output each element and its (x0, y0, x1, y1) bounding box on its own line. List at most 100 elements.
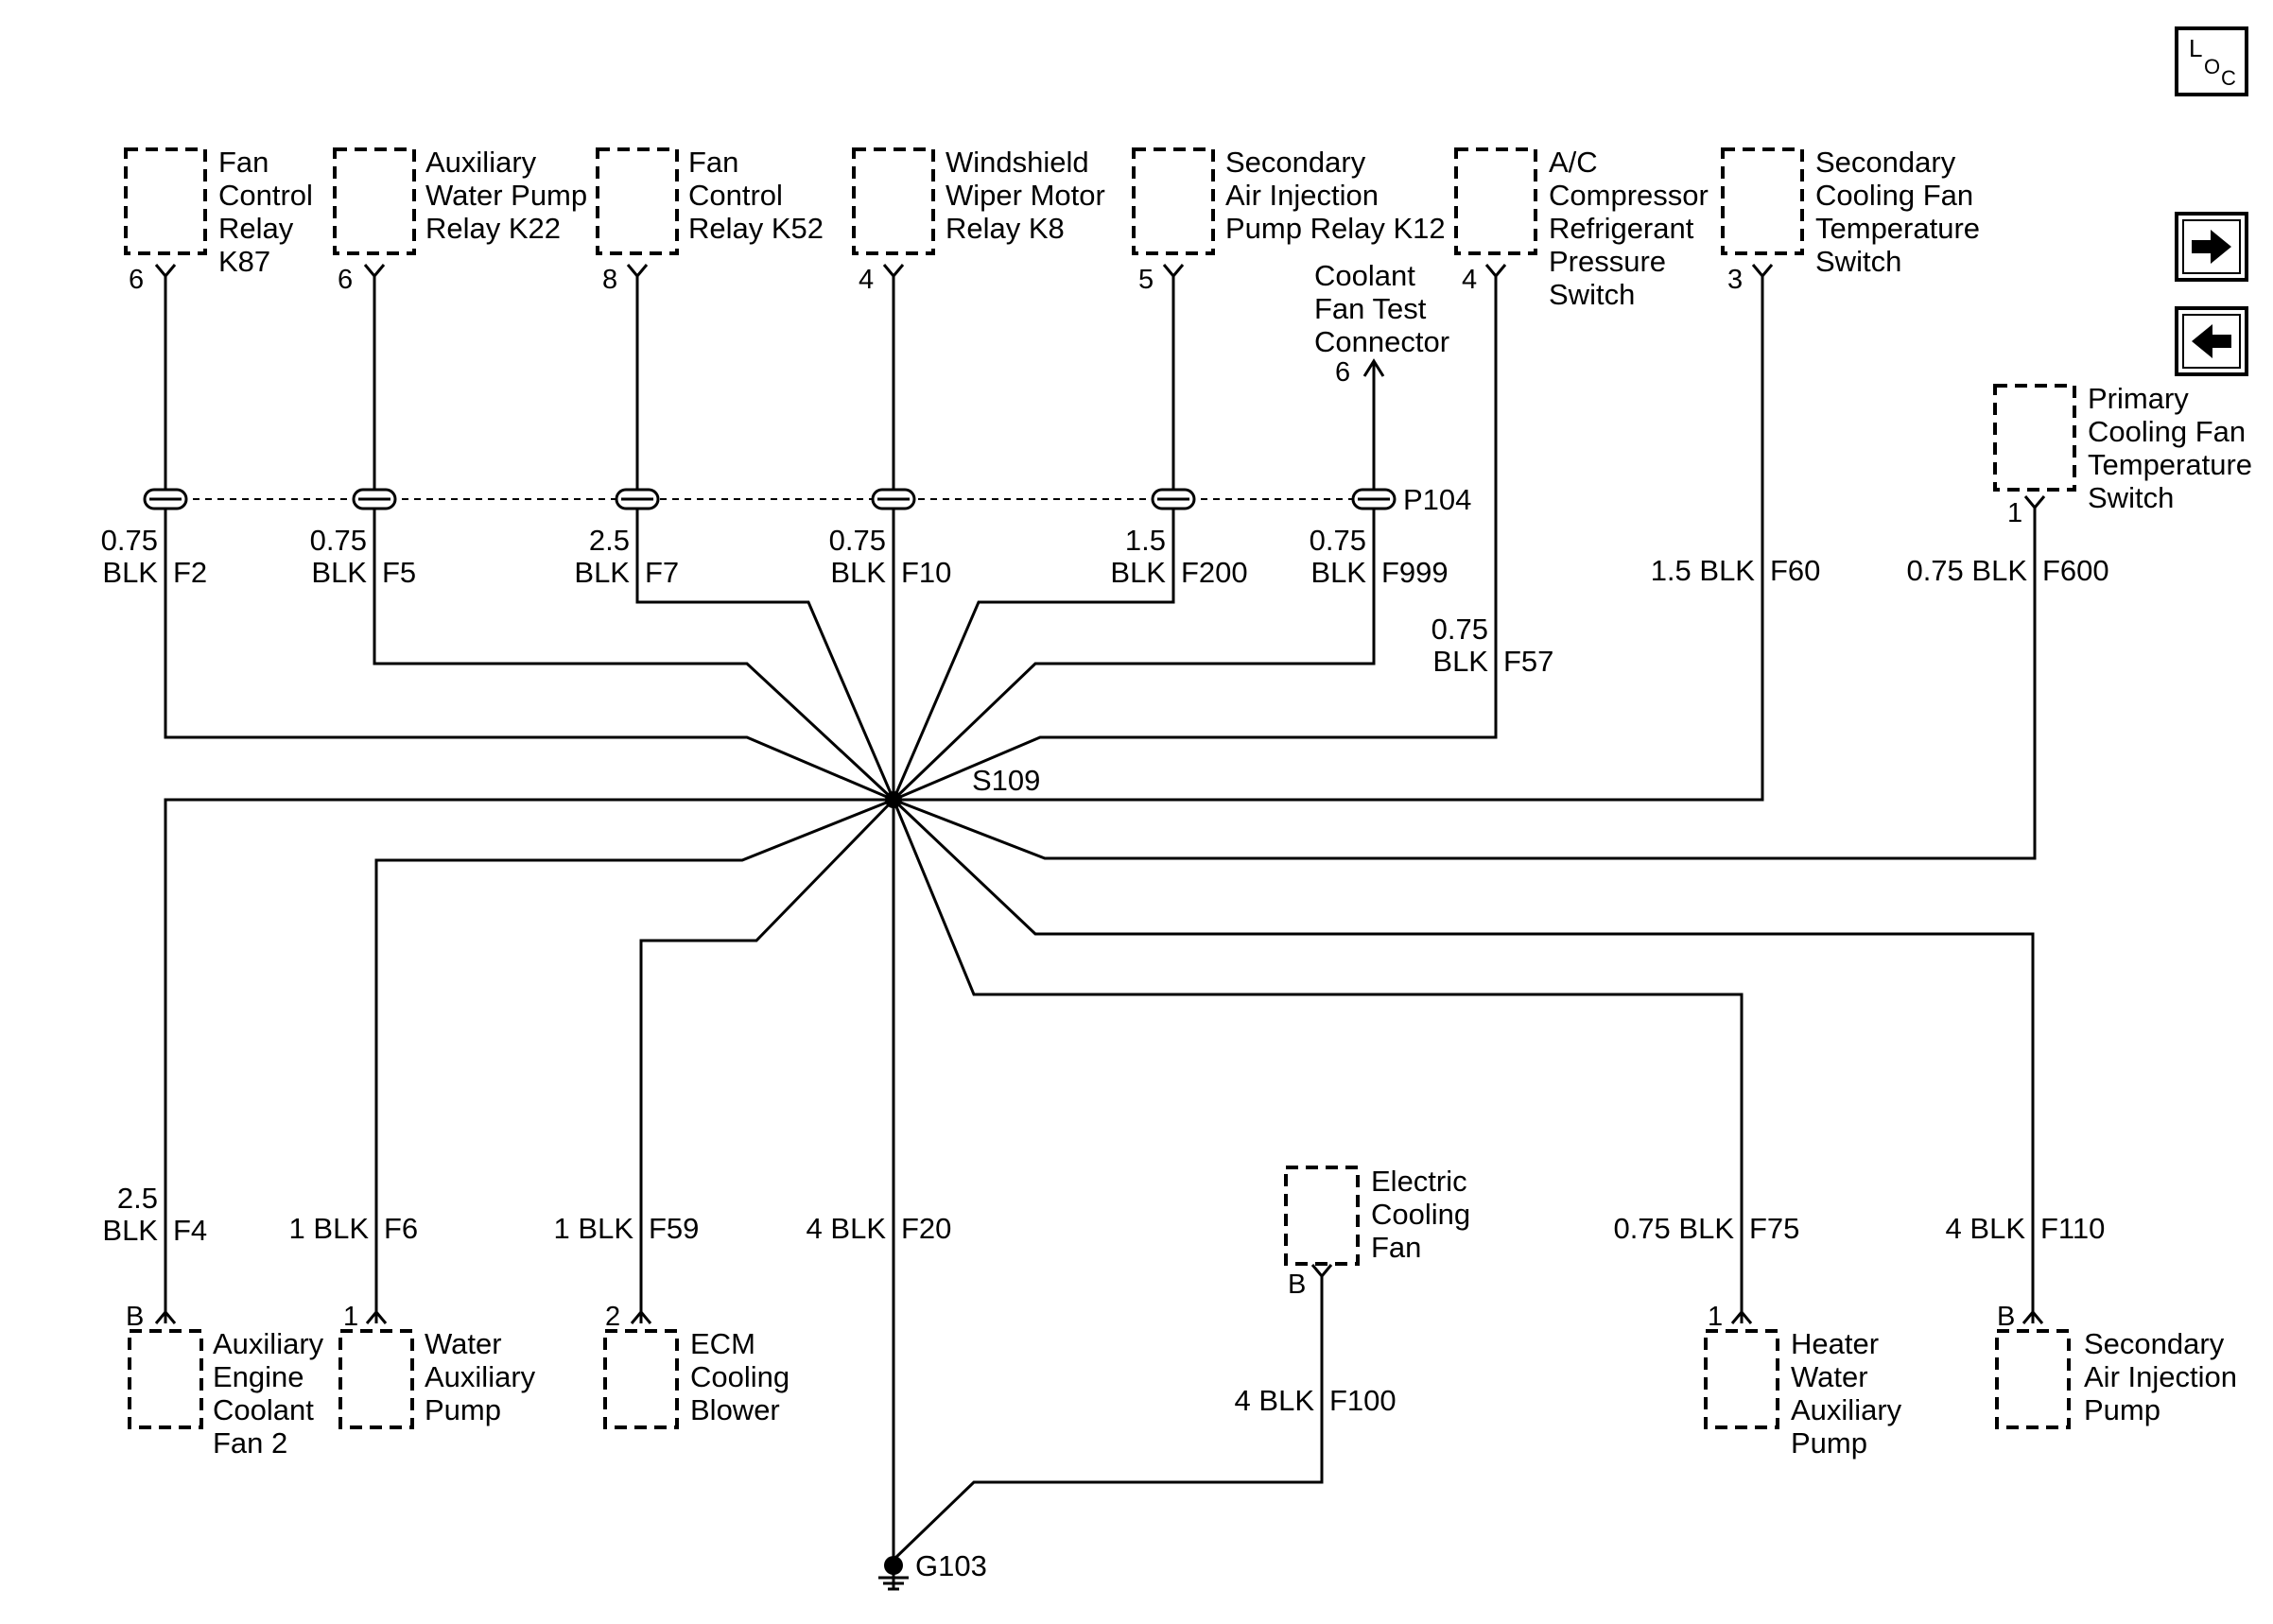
p104-cavity-f200 (1151, 488, 1196, 510)
p104-cavity-f7 (615, 488, 660, 510)
wire-label-f5-size: 0.75 (310, 524, 367, 557)
wire-label-f7-circuit: F7 (645, 556, 679, 589)
wire-f7 (635, 276, 895, 801)
wire-label-f4-size: 2.5 (117, 1182, 158, 1215)
wire-label-f10-color: BLK (830, 556, 886, 589)
label-fcr-k87: Fan Control Relay K87 (218, 146, 321, 278)
wire-f200 (892, 276, 1175, 801)
wire-f75 (892, 799, 1744, 1323)
wire-label-f100-spec: 4 BLK (1235, 1384, 1315, 1417)
pin-tick-ecf (1310, 1264, 1333, 1279)
pin-wap: 1 (343, 1302, 358, 1332)
pin-tick-aecf2 (154, 1309, 177, 1324)
wire-label-f200-circuit: F200 (1181, 556, 1248, 589)
wire-f59 (639, 798, 895, 1323)
wire-label-f75-spec: 0.75 BLK (1613, 1212, 1734, 1245)
pin-aecf2: B (126, 1302, 144, 1332)
next-button-inner (2182, 219, 2241, 274)
box-wap (338, 1329, 414, 1429)
wire-label-f5-color: BLK (311, 556, 367, 589)
label-saip: Secondary Air Injection Pump (2084, 1327, 2246, 1426)
pin-tick-ecm (630, 1309, 652, 1324)
ground-g103-label: G103 (915, 1549, 987, 1582)
pin-test-connector: 6 (1335, 357, 1350, 388)
wire-f999 (892, 361, 1376, 802)
label-pcf-switch: Primary Cooling Fan Temperature Switch (2088, 382, 2261, 514)
label-wap: Water Auxiliary Pump (425, 1327, 544, 1426)
pin-tick-pcf (2023, 495, 2046, 510)
wire-label-f6-spec: 1 BLK (289, 1212, 370, 1245)
pin-ac-switch: 4 (1462, 265, 1477, 295)
wire-label-f7-color: BLK (574, 556, 630, 589)
label-fcr-k52: Fan Control Relay K52 (688, 146, 824, 245)
location-icon-o: O (2204, 55, 2220, 78)
wire-label-f10-circuit: F10 (901, 556, 951, 589)
wire-label-f2-size: 0.75 (101, 524, 158, 557)
wire-label-f110-spec: 4 BLK (1946, 1212, 2026, 1245)
label-ecm-blower: ECM Cooling Blower (690, 1327, 798, 1426)
label-test-connector: Coolant Fan Test Connector (1314, 259, 1449, 358)
p104-cavity-f5 (352, 488, 397, 510)
box-ac-switch (1454, 147, 1537, 255)
pin-hwap: 1 (1708, 1302, 1723, 1332)
wire-label-f4-circuit: F4 (173, 1214, 207, 1247)
box-awp-k22 (333, 147, 416, 255)
p104-connectors (143, 488, 1397, 510)
pin-ecm-blower: 2 (605, 1302, 620, 1332)
pin-tick-k12 (1162, 264, 1185, 279)
arrow-right-icon (2192, 230, 2231, 264)
pin-ticks (154, 264, 2046, 1324)
next-page-button[interactable] (2175, 212, 2248, 282)
pin-tick-wap (365, 1309, 388, 1324)
wire-label-f60-spec: 1.5 BLK (1651, 554, 1756, 587)
wire-f60 (894, 276, 1764, 802)
pin-tick-ac (1484, 264, 1507, 279)
wire-label-f600-spec: 0.75 BLK (1906, 554, 2027, 587)
p104-cavity-f2 (143, 488, 188, 510)
wire-f57 (893, 276, 1498, 802)
label-saip-k12: Secondary Air Injection Pump Relay K12 (1225, 146, 1446, 245)
pin-ecf: B (1288, 1270, 1306, 1300)
wire-label-f57-color: BLK (1432, 645, 1488, 678)
wire-label-f600-circuit: F600 (2042, 554, 2109, 587)
wire-label-f20-spec: 4 BLK (807, 1212, 887, 1245)
p104-cavity-f999 (1351, 488, 1397, 510)
arrow-left-icon (2192, 324, 2231, 358)
pin-tick-k22 (363, 264, 386, 279)
box-wwm-k8 (852, 147, 935, 255)
location-button[interactable]: L O C (2175, 26, 2248, 96)
wire-f5 (373, 276, 895, 802)
wire-label-f4-color: BLK (102, 1214, 158, 1247)
box-aecf2 (128, 1329, 203, 1429)
box-scf-switch (1721, 147, 1804, 255)
wire-f600 (893, 508, 2037, 860)
wire-label-f2-color: BLK (102, 556, 158, 589)
pin-tick-scf (1751, 264, 1774, 279)
wire-f2 (164, 276, 894, 802)
box-pcf-switch (1993, 384, 2076, 492)
wire-label-f59-spec: 1 BLK (554, 1212, 634, 1245)
wire-label-f2-circuit: F2 (173, 556, 207, 589)
pin-pcf-switch: 1 (2007, 498, 2022, 528)
wire-label-f200-size: 1.5 (1125, 524, 1166, 557)
previous-page-button[interactable] (2175, 306, 2248, 376)
wire-label-f999-color: BLK (1310, 556, 1366, 589)
label-scf-switch: Secondary Cooling Fan Temperature Switch (1815, 146, 1988, 278)
location-icon-l: L (2189, 34, 2202, 62)
wire-label-f999-size: 0.75 (1310, 524, 1366, 557)
wire-f100 (892, 1276, 1324, 1562)
location-icon-c: C (2221, 66, 2236, 90)
pin-tick-k8 (882, 264, 905, 279)
connector-p104-label: P104 (1403, 483, 1471, 516)
pin-saip-k12: 5 (1138, 265, 1154, 295)
wire-f4 (164, 798, 894, 1323)
pin-fcr-k87: 6 (129, 265, 144, 295)
wire-f110 (892, 798, 2035, 1323)
label-ecf: Electric Cooling Fan (1371, 1165, 1479, 1264)
label-awp-k22: Auxiliary Water Pump Relay K22 (425, 146, 596, 245)
location-icon-frame (2175, 26, 2248, 96)
label-aecf2: Auxiliary Engine Coolant Fan 2 (213, 1327, 332, 1460)
pin-saip: B (1997, 1302, 2015, 1332)
pin-tick-k87 (154, 264, 177, 279)
